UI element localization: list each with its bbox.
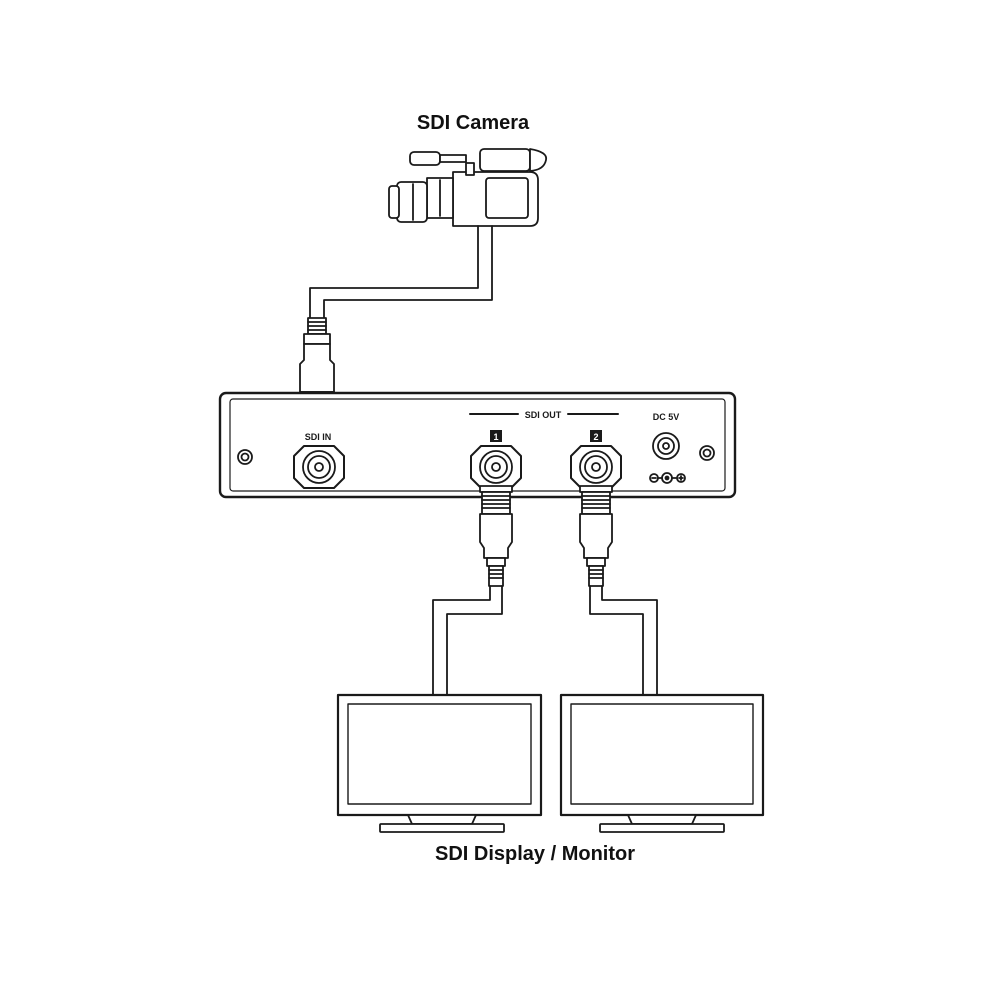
dc-power-jack-icon[interactable] <box>652 432 680 460</box>
monitor-icon <box>559 693 765 833</box>
cable-output-2-to-monitor <box>589 585 658 696</box>
dc-label: DC 5V <box>653 412 680 422</box>
camera-title: SDI Camera <box>416 112 530 134</box>
screw-icon <box>699 445 715 461</box>
cable-camera-to-input <box>309 225 493 321</box>
screw-icon <box>237 449 253 465</box>
polarity-symbol-icon <box>649 472 686 484</box>
bnc-connector-icon <box>479 485 513 587</box>
port-2-badge: 2 <box>593 432 598 442</box>
display-title: SDI Display / Monitor <box>434 843 636 865</box>
sdi-out-1-port[interactable] <box>470 445 522 489</box>
sdi-in-label: SDI IN <box>305 432 332 442</box>
port-1-badge: 1 <box>493 432 498 442</box>
sdi-in-port[interactable] <box>293 445 345 489</box>
sdi-out-label: SDI OUT <box>525 410 562 420</box>
sdi-out-2-port[interactable] <box>570 445 622 489</box>
cable-output-1-to-monitor <box>432 585 503 696</box>
monitor-icon <box>336 693 543 833</box>
bnc-connector-icon <box>579 485 613 587</box>
video-camera-icon <box>388 148 548 227</box>
